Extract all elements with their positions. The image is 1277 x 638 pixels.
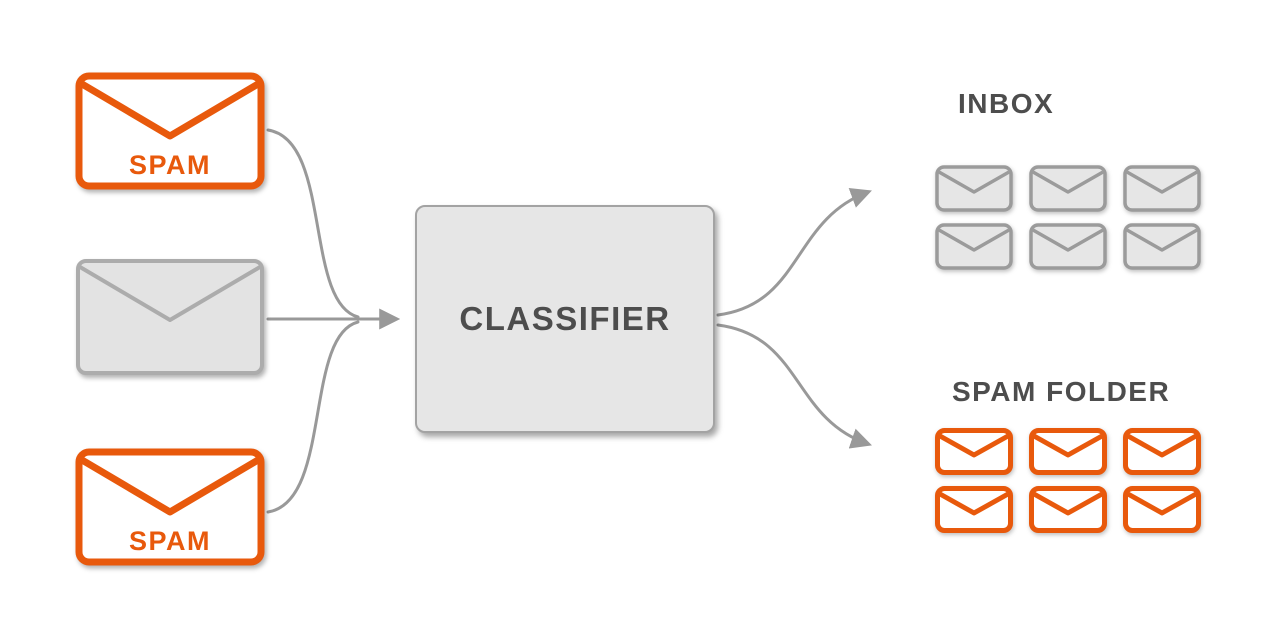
connector-bottom-input (266, 320, 360, 514)
spam-envelope-icon (1029, 428, 1107, 475)
spam-envelope-icon (1123, 486, 1201, 533)
connector-top-input (266, 128, 360, 319)
input-normal-envelope (75, 258, 265, 376)
inbox-envelope-icon (1123, 165, 1201, 212)
inbox-envelope-icon (935, 223, 1013, 270)
spam-envelope-icon (1123, 428, 1201, 475)
spam-envelope-icon (935, 428, 1013, 475)
classifier-label: CLASSIFIER (459, 300, 671, 337)
input-spam-envelope-1: SPAM (75, 72, 265, 190)
spam-envelope-icon (1029, 486, 1107, 533)
spam-envelope-label: SPAM (128, 149, 211, 180)
spam-folder-label: SPAM FOLDER (952, 376, 1171, 407)
connector-to-inbox (716, 187, 872, 317)
classifier-box: CLASSIFIER (415, 205, 715, 433)
input-spam-envelope-2: SPAM (75, 448, 265, 566)
inbox-envelope-grid (935, 165, 1201, 270)
spam-envelope-icon (75, 72, 265, 190)
spam-envelope-icon (75, 448, 265, 566)
inbox-envelope-icon (1029, 223, 1107, 270)
inbox-envelope-icon (935, 165, 1013, 212)
inbox-label: INBOX (958, 88, 1055, 119)
spam-folder-envelope-grid (935, 428, 1201, 533)
inbox-envelope-icon (1029, 165, 1107, 212)
inbox-envelope-icon (1123, 223, 1201, 270)
normal-envelope-icon (76, 259, 264, 375)
spam-envelope-label: SPAM (128, 525, 211, 556)
spam-envelope-icon (935, 486, 1013, 533)
connector-to-spam-folder (716, 323, 872, 449)
